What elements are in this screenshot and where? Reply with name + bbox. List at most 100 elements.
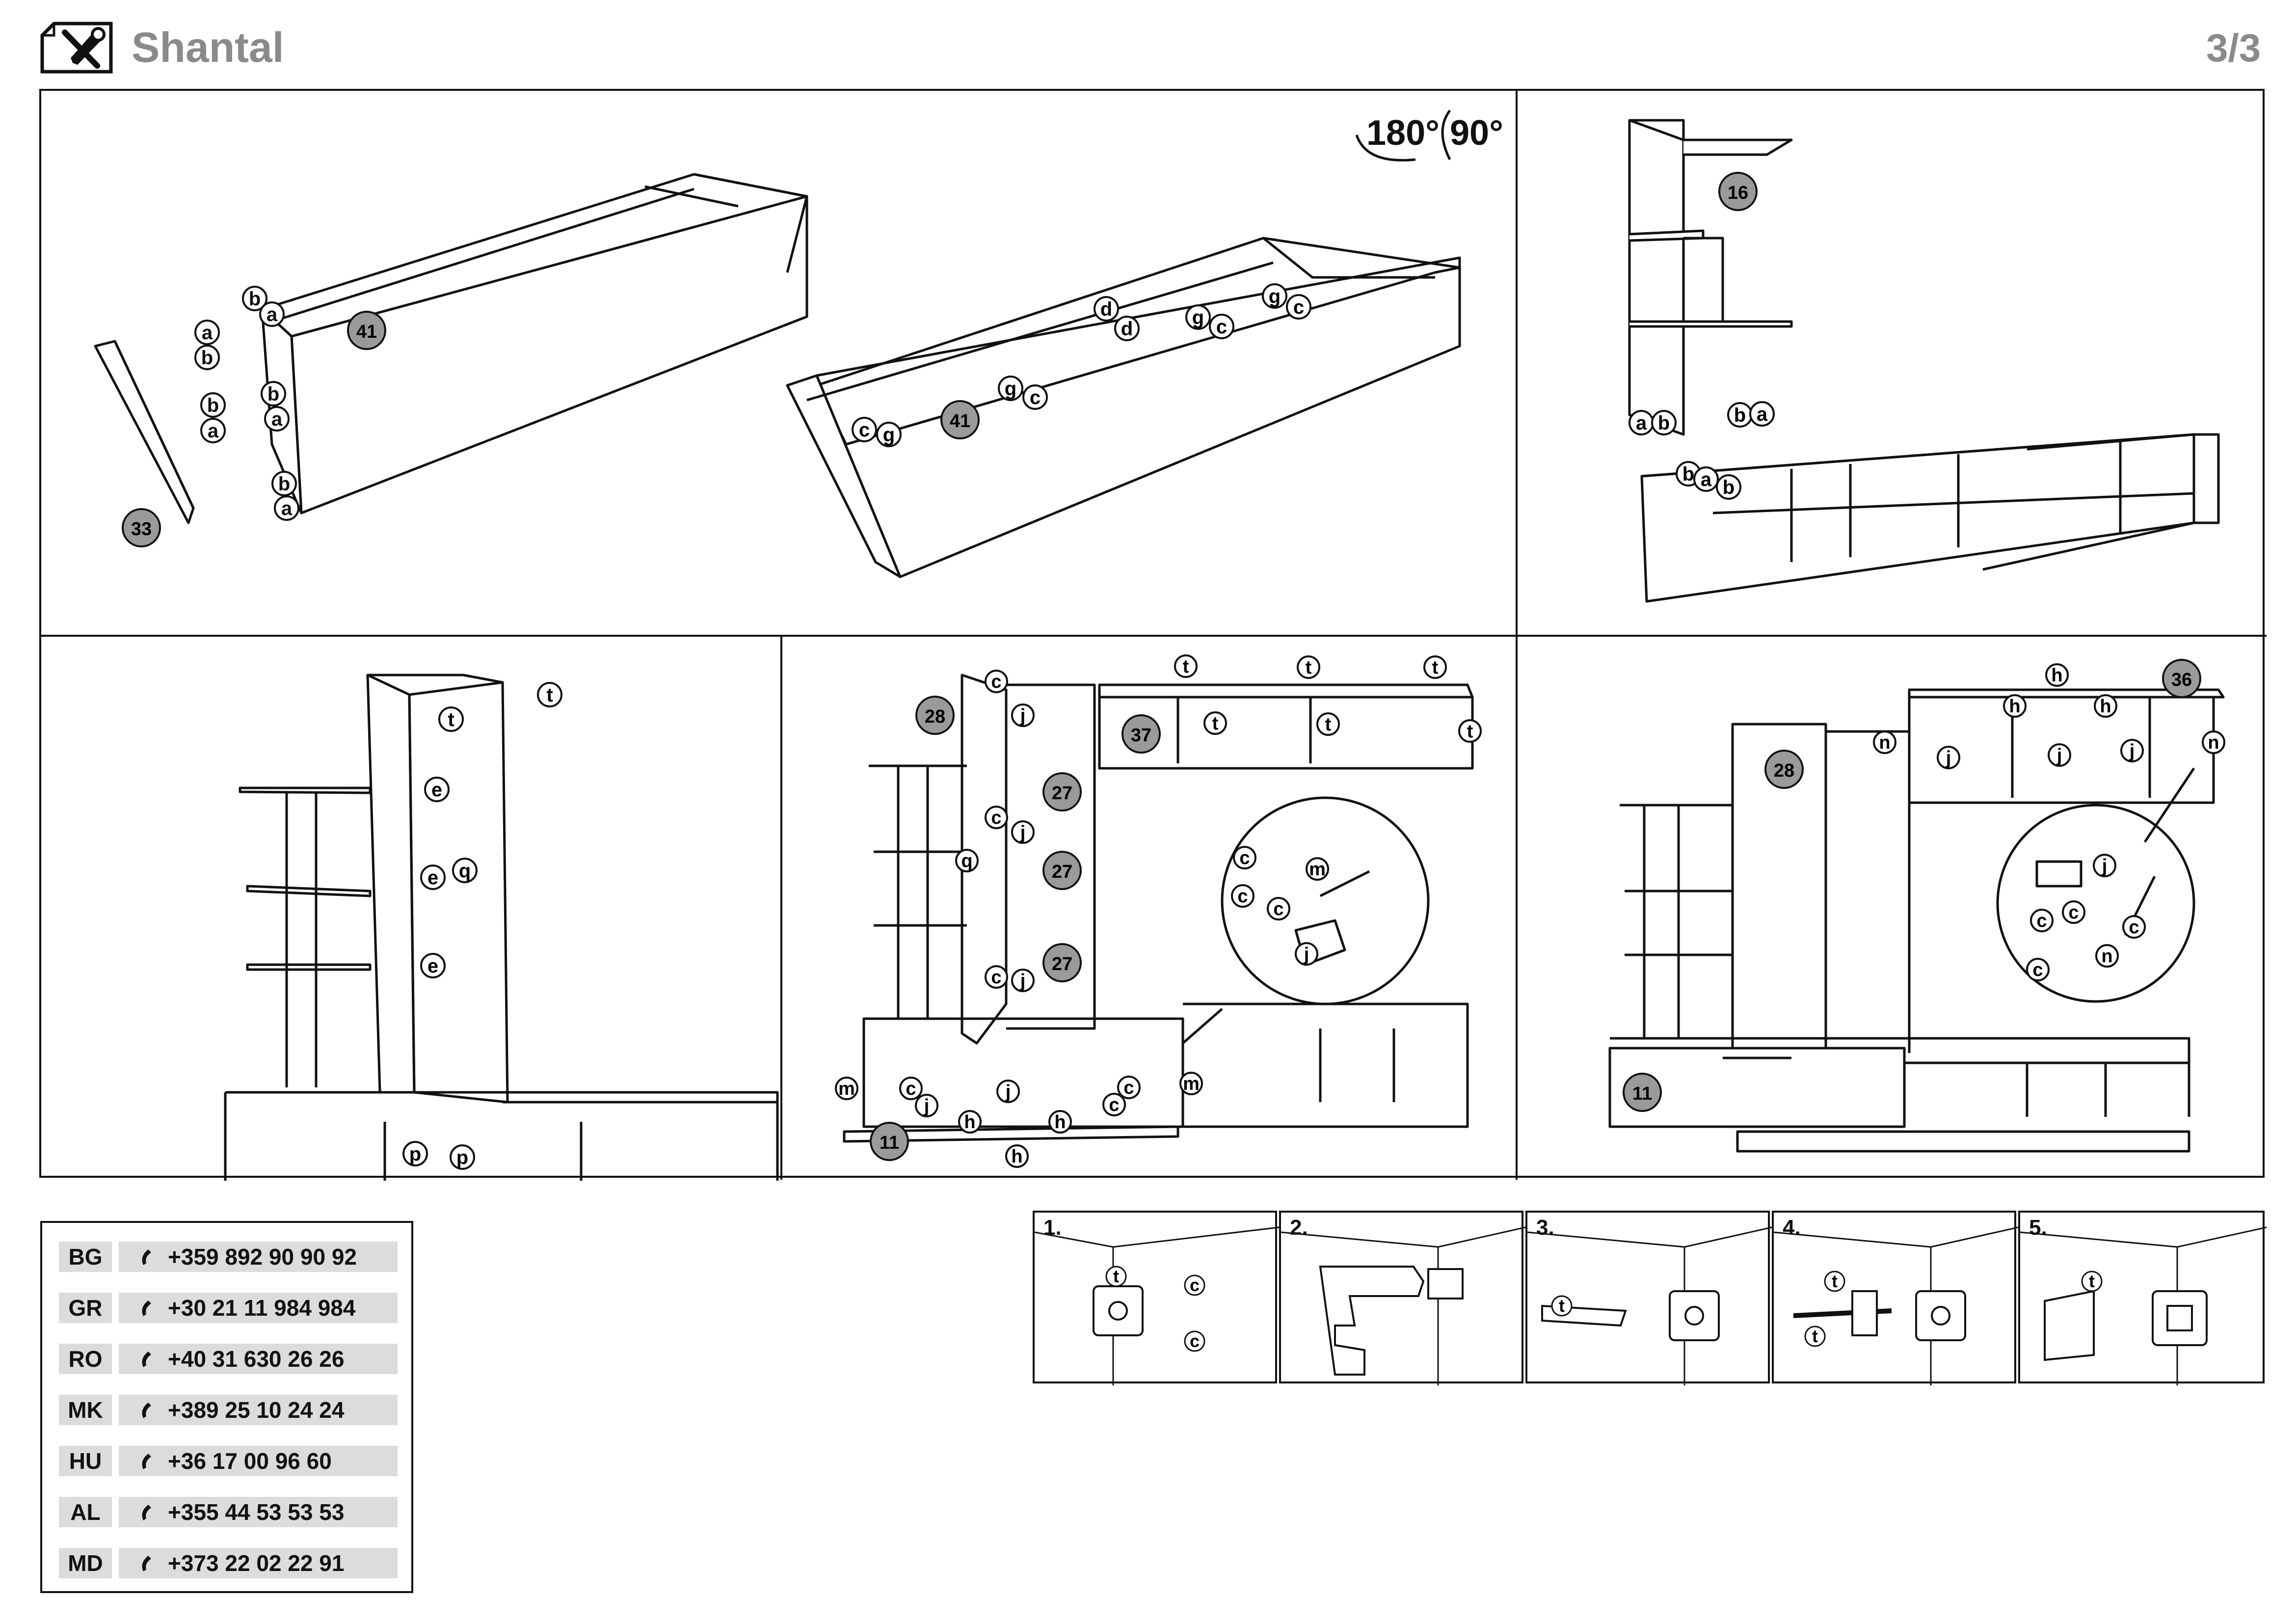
country-code: AL xyxy=(59,1497,112,1527)
fitting-letter: g xyxy=(1192,307,1204,328)
step-5-drawing: t xyxy=(2020,1226,2267,1385)
fitting-letter: j xyxy=(2102,856,2108,876)
divider-vertical-bottom-1 xyxy=(780,636,782,1180)
drill-icon xyxy=(1319,1266,1425,1376)
fitting-letter: c xyxy=(1216,316,1227,338)
fitting-letter: p xyxy=(409,1143,421,1165)
fitting-letter: a xyxy=(202,322,213,344)
fitting-letter: b xyxy=(1723,477,1735,498)
country-code: HU xyxy=(59,1446,112,1476)
country-code: BG xyxy=(59,1242,112,1272)
phone-number: +359 892 90 90 92 xyxy=(168,1244,357,1270)
country-code: GR xyxy=(59,1293,112,1323)
fitting-letter: n xyxy=(1879,732,1890,753)
fitting-letter: j xyxy=(2129,741,2135,761)
phone-number: +40 31 630 26 26 xyxy=(168,1346,345,1372)
panel-5-diagram: 28 37 27 27 27 11 t t t t t t xyxy=(835,654,1482,1168)
fitting-letter: c xyxy=(2032,960,2043,980)
phone-icon xyxy=(142,1505,151,1520)
fitting-letter: g xyxy=(1005,378,1016,400)
fitting-letter: h xyxy=(2100,696,2111,717)
fitting-letter: a xyxy=(1757,404,1768,425)
fitting-letter: m xyxy=(1183,1074,1200,1094)
fitting-letter: t xyxy=(1325,714,1332,735)
page-title: Shantal xyxy=(132,24,284,71)
step-3-drawing: t xyxy=(1527,1226,1772,1385)
mount-step-3: 3. t xyxy=(1525,1211,1772,1385)
fitting-letter: b xyxy=(1734,405,1746,426)
step-number: 4. xyxy=(1783,1216,1801,1240)
fitting-letter: b xyxy=(1658,412,1670,434)
contact-row: BG +359 892 90 90 92 xyxy=(59,1242,398,1272)
phone-number: +389 25 10 24 24 xyxy=(168,1397,345,1423)
contact-row: HU +36 17 00 96 60 xyxy=(59,1446,398,1476)
fitting-letter: c xyxy=(1123,1078,1134,1098)
fitting-letter: c xyxy=(1239,848,1250,868)
fitting-letter: b xyxy=(201,347,213,369)
mount-step-1: 1. t c c xyxy=(1033,1211,1279,1385)
fitting-letter: c xyxy=(991,672,1001,692)
fitting-letter: h xyxy=(1011,1146,1022,1167)
fitting-letter: c xyxy=(991,967,1001,988)
fitting-letter: a xyxy=(267,304,278,325)
divider-vertical-top xyxy=(1516,91,1518,636)
phone-field: +40 31 630 26 26 xyxy=(119,1344,398,1374)
fitting-letter: d xyxy=(1100,298,1112,320)
fitting-letter: p xyxy=(456,1147,468,1168)
fitting-letter: h xyxy=(2009,696,2020,717)
page-number: 3/3 xyxy=(2206,26,2261,70)
phone-icon xyxy=(142,1403,151,1418)
fitting-letter: t xyxy=(1113,1266,1119,1286)
part-label-33: 33 xyxy=(131,519,152,540)
fitting-letter: h xyxy=(2051,665,2062,686)
panel-3-diagram: 16 a b b a b a b xyxy=(1628,119,2220,603)
country-code: MD xyxy=(59,1548,112,1578)
step-4-drawing: t t xyxy=(1774,1226,2018,1385)
fitting-letter: d xyxy=(1121,318,1133,340)
fitting-letter: b xyxy=(267,383,279,405)
part-label-27: 27 xyxy=(1052,783,1072,804)
phone-field: +355 44 53 53 53 xyxy=(119,1497,398,1527)
part-label-41: 41 xyxy=(356,322,377,342)
phone-field: +359 892 90 90 92 xyxy=(119,1242,398,1272)
fitting-letter: q xyxy=(961,851,972,871)
fitting-letter: e xyxy=(427,867,438,889)
fitting-letter: n xyxy=(2101,946,2112,967)
fitting-letter: n xyxy=(2208,732,2219,753)
fitting-letter: b xyxy=(249,288,261,310)
fitting-letter: j xyxy=(1020,971,1026,991)
phone-icon xyxy=(142,1300,151,1316)
step-2-drawing xyxy=(1281,1226,1525,1385)
fitting-letter: g xyxy=(1269,286,1281,307)
step-1-drawing: t c c xyxy=(1035,1226,1279,1385)
fitting-letter: c xyxy=(2068,902,2079,923)
fitting-letter: j xyxy=(924,1096,930,1116)
contact-row: AL +355 44 53 53 53 xyxy=(59,1497,398,1527)
part-label-11: 11 xyxy=(1632,1083,1652,1104)
part-label-27: 27 xyxy=(1052,954,1072,974)
fitting-letter: j xyxy=(2056,745,2062,766)
fitting-letter: j xyxy=(1304,944,1309,965)
fitting-letter: t xyxy=(1212,713,1219,734)
fitting-letter: t xyxy=(546,684,553,706)
phone-field: +30 21 11 984 984 xyxy=(119,1293,398,1323)
fitting-letter: c xyxy=(1030,387,1041,408)
fitting-letter: t xyxy=(1183,656,1189,677)
country-code: RO xyxy=(59,1344,112,1374)
fitting-letter: t xyxy=(1467,721,1473,742)
fitting-letter: a xyxy=(271,408,283,430)
fitting-letter: t xyxy=(448,709,454,731)
rotation-180: 180° xyxy=(1366,113,1440,153)
divider-vertical-bottom-2 xyxy=(1516,636,1518,1180)
part-label-11: 11 xyxy=(880,1133,899,1153)
part-label-41: 41 xyxy=(950,411,970,432)
fitting-letter: c xyxy=(2036,911,2047,931)
step-number: 3. xyxy=(1536,1216,1554,1240)
fitting-letter: a xyxy=(1701,469,1712,490)
panel-4-diagram: t t e e e q p p xyxy=(224,674,779,1181)
panel-2-diagram: 41 d d g c g c g c c g 180° 90° xyxy=(786,109,1503,578)
part-label-27: 27 xyxy=(1052,862,1072,882)
part-label-28: 28 xyxy=(925,706,945,727)
fitting-letter: b xyxy=(1682,463,1694,485)
step-number: 2. xyxy=(1290,1216,1308,1240)
